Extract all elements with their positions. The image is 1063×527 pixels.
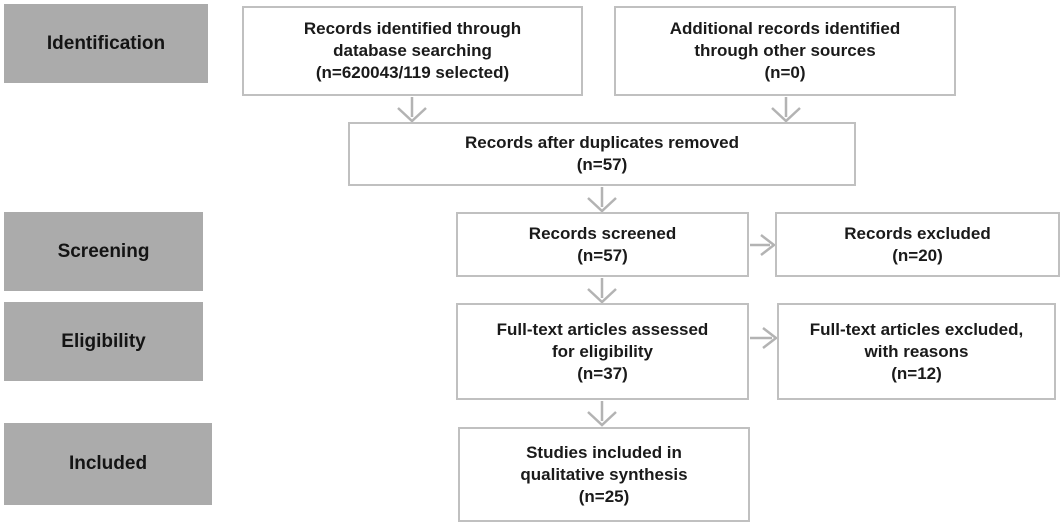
stage-label-identification: Identification [4,4,208,83]
box-additional-records: Additional records identified through ot… [614,6,956,96]
stage-label-eligibility: Eligibility [4,302,203,381]
box-studies-included: Studies included in qualitative synthesi… [458,427,750,522]
arrow-identified-to-duplicates [397,97,427,123]
box-duplicates-removed: Records after duplicates removed (n=57) [348,122,856,186]
arrow-assessed-to-included [587,401,617,427]
box-fulltext-excluded: Full-text articles excluded, with reason… [777,303,1056,400]
arrow-additional-to-duplicates [771,97,801,123]
box-records-excluded: Records excluded (n=20) [775,212,1060,277]
arrow-assessed-to-ft-excluded [750,327,779,349]
arrow-screened-to-excluded [750,234,777,256]
arrow-duplicates-to-screened [587,187,617,213]
arrow-screened-to-assessed [587,278,617,304]
stage-label-screening: Screening [4,212,203,291]
box-fulltext-assessed: Full-text articles assessed for eligibil… [456,303,749,400]
box-records-screened: Records screened (n=57) [456,212,749,277]
box-records-identified: Records identified through database sear… [242,6,583,96]
stage-label-included: Included [4,423,212,505]
